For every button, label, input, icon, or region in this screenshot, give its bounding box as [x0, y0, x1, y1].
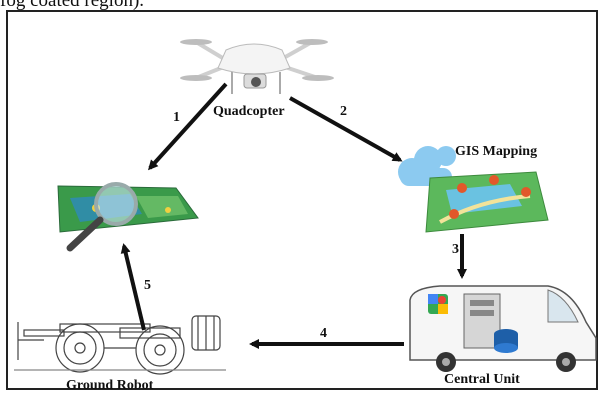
- diagram-frame: [6, 10, 598, 390]
- central-unit-label: Central Unit: [444, 372, 520, 387]
- van-server-icon: [409, 285, 597, 372]
- gis-map-cloud-icon: [398, 146, 549, 233]
- arrow-5: [120, 243, 146, 331]
- step-label-4: 4: [320, 326, 327, 341]
- tractor-robot-icon: [14, 315, 226, 375]
- drone-icon: [180, 39, 334, 94]
- step-label-1: 1: [173, 110, 180, 125]
- step-label-5: 5: [144, 278, 151, 293]
- step-label-2: 2: [340, 104, 347, 119]
- quadcopter-label: Quadcopter: [213, 104, 285, 119]
- caption-fragment: fog coated region).: [0, 0, 145, 11]
- ground-robot-label: Ground Robot: [66, 378, 154, 393]
- magnified-map-icon: [57, 182, 199, 252]
- arrow-1: [147, 82, 228, 171]
- gis-mapping-label: GIS Mapping: [455, 144, 538, 159]
- step-label-3: 3: [452, 242, 459, 257]
- arrow-2: [289, 96, 403, 162]
